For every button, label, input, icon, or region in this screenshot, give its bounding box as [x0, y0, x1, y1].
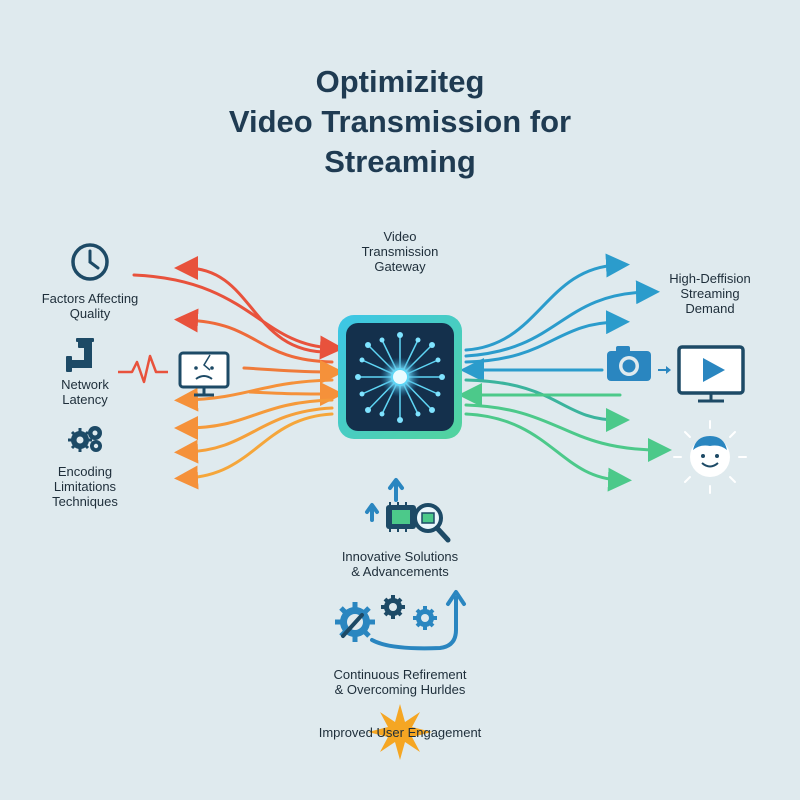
- clock-icon: [71, 243, 109, 281]
- flow-arrow: [174, 406, 334, 464]
- title-line: Video Transmission for: [228, 104, 572, 139]
- innovative-solutions-label: Innovative Solutions & Advancements: [300, 549, 500, 579]
- page-title: Optimiziteg Video Transmission for Strea…: [0, 62, 800, 182]
- label-line: Latency: [62, 392, 108, 407]
- label-line: Demand: [685, 301, 735, 316]
- title-line: Streaming: [324, 144, 476, 179]
- flow-arrow: [464, 253, 630, 352]
- star-burst-icon: [368, 704, 432, 760]
- label-line: Factors Affecting: [41, 291, 139, 306]
- flow-arrow: [464, 280, 660, 358]
- flow-arrow: [174, 256, 334, 354]
- flow-arrow: [464, 403, 672, 462]
- flow-arrow: [132, 273, 344, 360]
- label-line: Quality: [69, 306, 111, 321]
- left-flow-arrows: [132, 256, 344, 490]
- flow-arrow: [464, 412, 632, 492]
- label-line: Streaming: [680, 286, 740, 301]
- label-line: Limitations: [53, 479, 117, 494]
- play-monitor-icon: [677, 345, 745, 403]
- flow-arrow: [464, 378, 630, 432]
- pipe-icon: [66, 338, 94, 372]
- label-line: & Overcoming Hurldes: [334, 682, 466, 697]
- chip-magnifier-icon: [365, 478, 451, 543]
- demand-label: High-Deffision Streaming Demand: [650, 271, 770, 316]
- engagement-label: Improved User Engagement: [290, 725, 510, 740]
- flow-arrow: [464, 310, 630, 364]
- label-line: Network: [61, 377, 109, 392]
- label-line: Continuous Refirement: [333, 667, 467, 682]
- factors-label: Factors Affecting Quality: [20, 291, 160, 321]
- encoding-label: Encoding Limitations Techniques: [30, 464, 140, 509]
- label-line: Video: [383, 229, 417, 244]
- label-line: Improved User Engagement: [318, 725, 482, 740]
- gateway-label: Video Transmission Gateway: [330, 229, 470, 274]
- flow-arrow: [174, 378, 334, 412]
- label-line: Transmission: [361, 244, 439, 259]
- title-line: Optimiziteg: [315, 64, 485, 99]
- label-line: Techniques: [52, 494, 118, 509]
- gateway-node: [338, 315, 462, 439]
- label-line: & Advancements: [351, 564, 449, 579]
- flow-arrow: [242, 359, 344, 384]
- flow-arrow: [174, 308, 334, 364]
- flow-arrow: [248, 381, 344, 406]
- gears-wrench-icon: [335, 590, 466, 651]
- label-line: High-Deffision: [669, 271, 751, 286]
- label-line: Gateway: [374, 259, 426, 274]
- flow-arrow: [174, 398, 334, 440]
- smiley-face-icon: [673, 420, 747, 494]
- network-latency-label: Network Latency: [30, 377, 140, 407]
- continuous-refinement-label: Continuous Refirement & Overcoming Hurld…: [290, 667, 510, 697]
- label-line: Encoding: [57, 464, 113, 479]
- label-line: Innovative Solutions: [341, 549, 459, 564]
- gears-icon: [68, 426, 102, 452]
- right-flow-arrows: [458, 253, 672, 492]
- broken-monitor-icon: [118, 351, 230, 397]
- camera-icon: [607, 346, 671, 381]
- flow-arrow: [174, 412, 334, 490]
